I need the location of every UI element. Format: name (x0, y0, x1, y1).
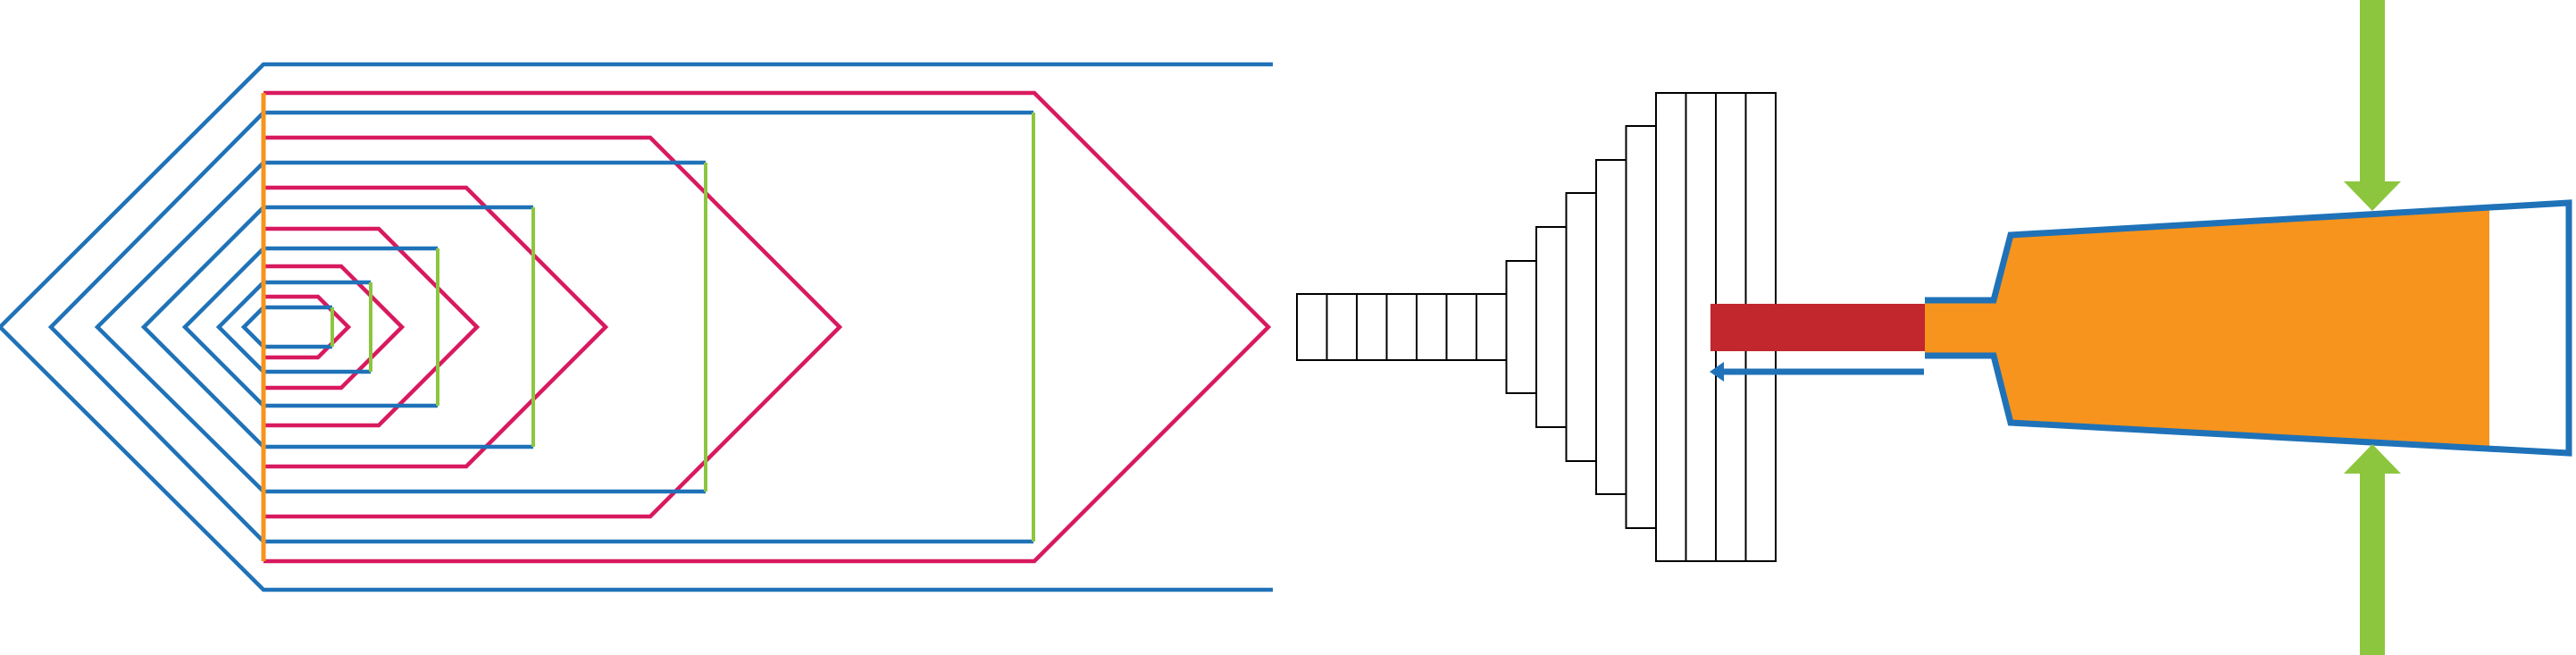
shell-2-magenta (263, 90, 1272, 564)
shell-10-magenta (263, 264, 406, 390)
shell-1-blue (0, 62, 1273, 592)
stair-column-12 (1625, 125, 1657, 529)
stair-column-6 (1445, 293, 1477, 361)
shell-7-blue (140, 205, 533, 449)
stair-column-2 (1326, 293, 1358, 361)
red-bar (1710, 304, 1925, 351)
stair-column-5 (1416, 293, 1448, 361)
stair-column-9 (1535, 226, 1568, 428)
nozzle-outline (1925, 199, 2572, 457)
shell-3-blue (47, 110, 1033, 544)
shell-9-blue (181, 246, 438, 408)
shell-8-magenta (263, 226, 481, 428)
shell-5-blue (94, 160, 706, 494)
stair-column-10 (1565, 192, 1597, 462)
stair-column-4 (1385, 293, 1418, 361)
stair-column-1 (1296, 293, 1328, 361)
stair-column-7 (1476, 293, 1508, 361)
push-left-arrow (1710, 362, 1924, 382)
nozzle-orange-fill (1925, 207, 2489, 449)
press-down-arrow (2344, 0, 2401, 211)
staircase-group (1296, 92, 1777, 562)
stair-column-3 (1356, 293, 1388, 361)
stair-column-11 (1595, 159, 1627, 495)
shell-12-magenta (263, 294, 352, 360)
nozzle-shape (1925, 199, 2572, 457)
stair-column-13 (1655, 92, 1687, 562)
stair-column-8 (1505, 260, 1537, 394)
shell-11-blue (215, 280, 371, 374)
nested-shells-group (0, 62, 1273, 592)
shell-6-magenta (263, 185, 609, 469)
shell-4-magenta (263, 135, 843, 519)
press-up-arrow (2344, 444, 2401, 655)
shell-13-blue (240, 305, 332, 349)
